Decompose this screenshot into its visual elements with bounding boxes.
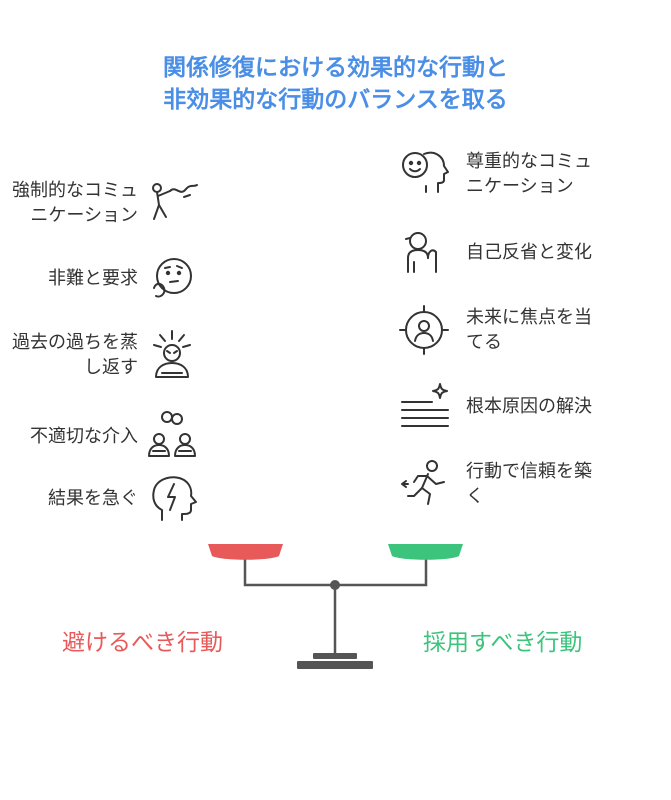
adopt-item-label: 行動で信頼を築 く xyxy=(466,461,592,507)
adopt-item-label: 自己反省と変化 xyxy=(466,241,592,263)
adopt-item-label: 未来に焦点を当 てる xyxy=(466,307,592,353)
page-title: 関係修復における効果的な行動と 非効果的な行動のバランスを取る xyxy=(0,52,671,116)
adopt-item-solve-root-cause: 根本原因の解決 xyxy=(398,378,592,434)
running-person-icon xyxy=(398,456,454,512)
scale-stand-top xyxy=(313,653,357,659)
target-person-icon xyxy=(398,302,454,358)
adopt-pan xyxy=(388,544,463,560)
avoid-item-label: 非難と要求 xyxy=(48,267,138,289)
avoid-item-rushing-results: 結果を急ぐ xyxy=(48,470,200,526)
title-line-2: 非効果的な行動のバランスを取る xyxy=(163,87,508,113)
adopt-item-label: 尊重的なコミュ ニケーション xyxy=(466,151,592,197)
avoid-item-coercive-communication: 強制的なコミュ ニケーション xyxy=(12,175,200,231)
avoid-item-label: 強制的なコミュ ニケーション xyxy=(12,180,138,226)
adopt-item-respectful-communication: 尊重的なコミュ ニケーション xyxy=(398,146,592,202)
avoid-item-bringing-up-past-mistakes: 過去の過ちを蒸 し返す xyxy=(12,327,200,383)
adopt-caption: 採用すべき行動 xyxy=(423,630,583,656)
adopt-item-label: 根本原因の解決 xyxy=(466,395,592,417)
title-line-1: 関係修復における効果的な行動と xyxy=(163,55,508,81)
avoid-caption: 避けるべき行動 xyxy=(62,630,223,656)
adopt-item-self-reflection: 自己反省と変化 xyxy=(398,224,592,280)
avoid-item-label: 不適切な介入 xyxy=(30,425,138,447)
avoid-item-label: 結果を急ぐ xyxy=(48,487,138,509)
sparkle-lines-icon xyxy=(398,378,454,434)
stressed-person-icon xyxy=(144,327,200,383)
avoid-item-inappropriate-intervention: 不適切な介入 xyxy=(30,408,200,464)
avoid-item-label: 過去の過ちを蒸 し返す xyxy=(12,332,138,378)
adopt-item-build-trust-through-action: 行動で信頼を築 く xyxy=(398,456,592,512)
scale-pivot xyxy=(330,580,340,590)
avoid-pan xyxy=(208,544,283,560)
adopt-item-focus-on-future: 未来に焦点を当 てる xyxy=(398,302,592,358)
lightning-head-icon xyxy=(144,470,200,526)
reflecting-person-icon xyxy=(398,224,454,280)
person-pulling-rope-icon xyxy=(144,175,200,231)
avoid-item-blame-and-demand: 非難と要求 xyxy=(48,250,200,306)
pondering-face-icon xyxy=(144,250,200,306)
intervening-people-icon xyxy=(144,408,200,464)
scale-base xyxy=(297,661,373,669)
smiling-head-icon xyxy=(398,146,454,202)
